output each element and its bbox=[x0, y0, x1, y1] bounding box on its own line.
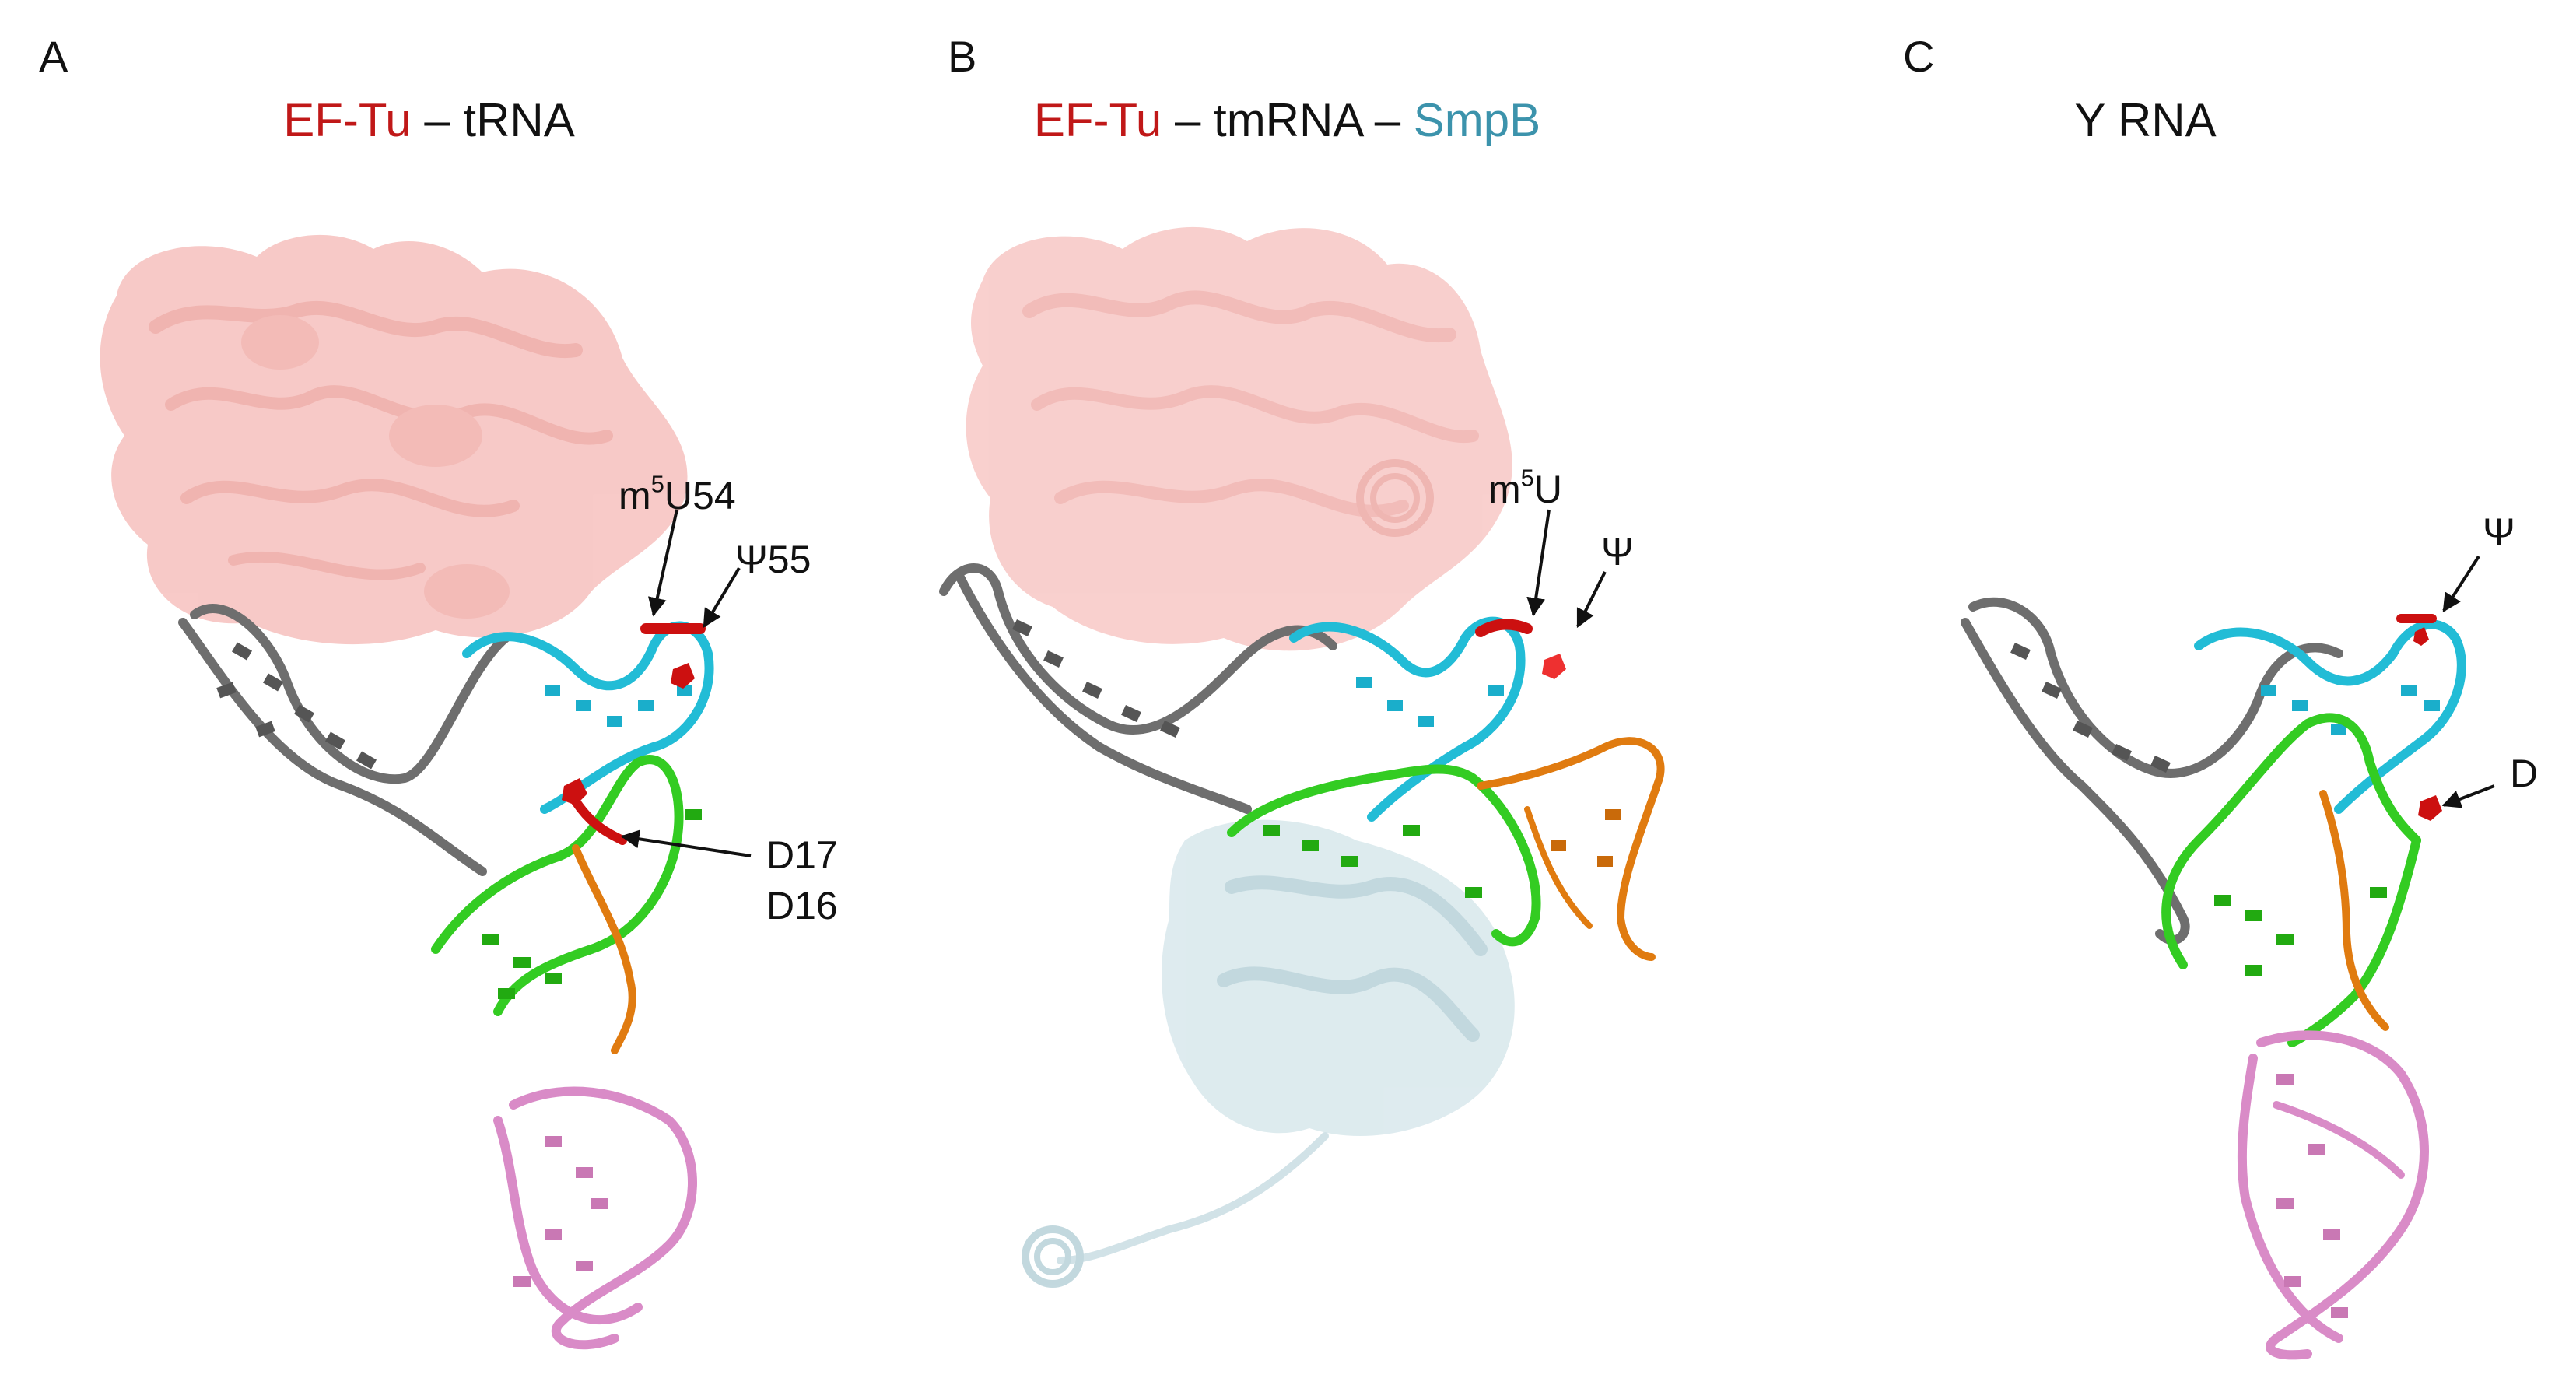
m5u-rest: U bbox=[1533, 468, 1563, 511]
title-ef-tu: EF-Tu bbox=[1033, 94, 1162, 146]
variable-loop bbox=[2319, 790, 2389, 1031]
m5u-base: m bbox=[1488, 468, 1521, 511]
label-psi: Ψ bbox=[1601, 530, 1634, 573]
label-m5u54: m5U54 bbox=[619, 470, 736, 518]
variable-loop bbox=[572, 844, 636, 1054]
ef-tu-protein bbox=[966, 226, 1512, 651]
d-arm bbox=[1227, 764, 1541, 947]
label-d: D bbox=[2510, 752, 2539, 795]
modifications bbox=[562, 623, 706, 845]
m5u54-sup: 5 bbox=[650, 470, 664, 498]
label-d17: D17 bbox=[766, 833, 838, 877]
title-y-rna: Y RNA bbox=[2074, 94, 2217, 146]
label-m5u: m5U bbox=[1488, 464, 1563, 512]
anticodon-stem bbox=[2237, 1030, 2429, 1360]
panel-b: B EF-Tu – tmRNA – SmpB bbox=[858, 0, 1716, 1399]
acceptor-stem bbox=[939, 563, 1337, 814]
title-trna: – tRNA bbox=[411, 94, 575, 146]
label-psi55: Ψ55 bbox=[735, 538, 811, 581]
acceptor-stem bbox=[1961, 597, 2343, 945]
annotation-arrows bbox=[1526, 509, 1607, 629]
m5u-sup: 5 bbox=[1520, 464, 1534, 492]
panel-title: EF-Tu – tRNA bbox=[0, 93, 858, 147]
modifications bbox=[2396, 614, 2442, 821]
ef-tu-tmrna-smpb-structure bbox=[939, 226, 1665, 1288]
d-arm bbox=[431, 755, 702, 1016]
label-d16: D16 bbox=[766, 884, 838, 927]
panel-a: A EF-Tu – tRNA bbox=[0, 0, 858, 1399]
smpb-protein bbox=[1022, 819, 1515, 1288]
modifications bbox=[1475, 619, 1566, 679]
title-smpb: SmpB bbox=[1413, 94, 1541, 146]
acceptor-stem bbox=[178, 604, 510, 876]
m5u54-rest: U54 bbox=[664, 474, 736, 517]
panel-c: C Y RNA bbox=[1716, 0, 2574, 1399]
annotation-arrows bbox=[620, 509, 752, 857]
y-rna-structure bbox=[1961, 555, 2495, 1360]
panel-title: EF-Tu – tmRNA – SmpB bbox=[858, 93, 1716, 147]
title-tmrna: – tmRNA – bbox=[1162, 94, 1414, 146]
ef-tu-trna-structure bbox=[100, 234, 752, 1350]
title-ef-tu: EF-Tu bbox=[283, 94, 412, 146]
variable-loop bbox=[1477, 737, 1665, 961]
m5u54-base: m bbox=[619, 474, 651, 517]
ef-tu-protein bbox=[100, 234, 688, 645]
annotation-arrows bbox=[2441, 555, 2495, 808]
panel-title: Y RNA bbox=[1716, 93, 2574, 147]
anticodon-stem bbox=[493, 1086, 697, 1350]
panel-letter: B bbox=[948, 32, 977, 81]
panel-letter: A bbox=[39, 32, 68, 81]
t-arm bbox=[2194, 619, 2466, 814]
label-psi: Ψ bbox=[2483, 510, 2515, 554]
panel-letter: C bbox=[1903, 32, 1935, 81]
